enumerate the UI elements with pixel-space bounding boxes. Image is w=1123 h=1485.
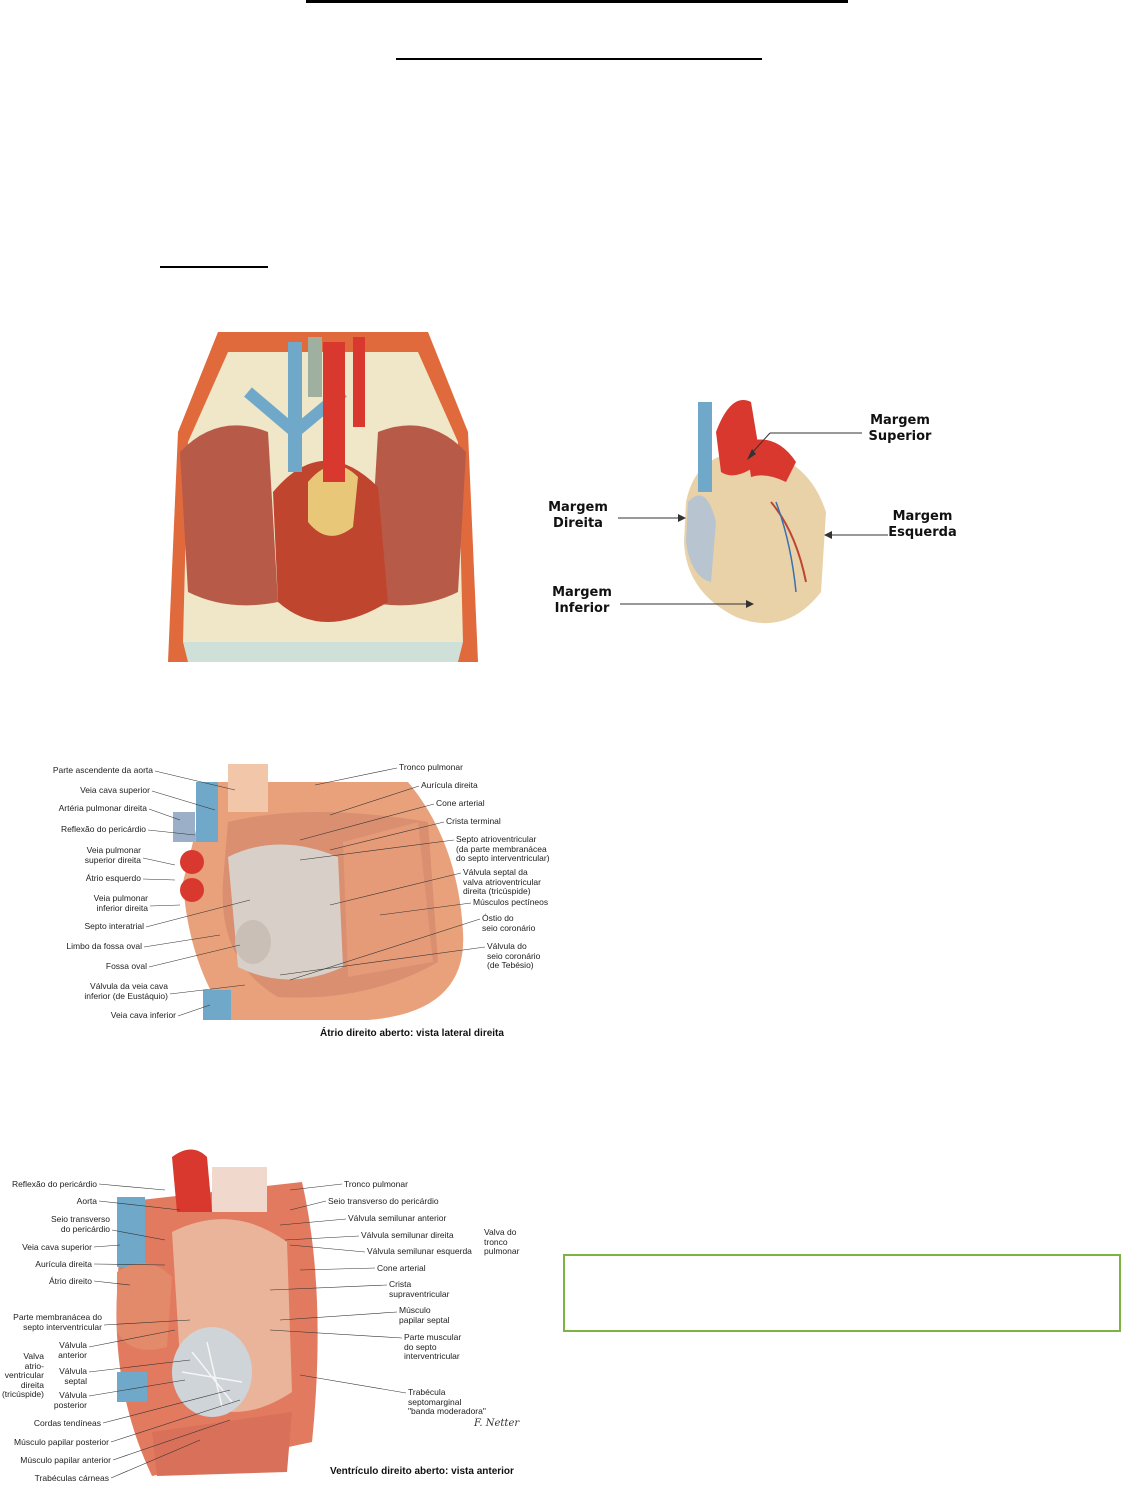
atrium-left-label: Veia cava superior — [80, 785, 150, 795]
atrium-right-label: Septo atrioventricular (da parte membran… — [456, 834, 550, 863]
ventricle-right-label: Seio transverso do pericárdio — [328, 1196, 439, 1206]
title-rule-2 — [396, 58, 762, 60]
atrium-right-label: Válvula septal da valva atrioventricular… — [463, 867, 541, 896]
label-margem-inferior: Margem Inferior — [552, 585, 612, 616]
atrium-left-label: Parte ascendente da aorta — [52, 765, 153, 775]
ventricle-right-label: Parte muscular do septo interventricular — [404, 1332, 462, 1361]
ventricle-right-label: Cone arterial — [377, 1263, 426, 1273]
section-rule — [160, 266, 268, 268]
ventricle-right-label: Tronco pulmonar — [344, 1179, 408, 1189]
ventricle-right-label: Válvula semilunar direita — [361, 1230, 454, 1240]
right-ventricle-illustration — [112, 1142, 332, 1478]
ventricle-right-label: Válvula semilunar anterior — [348, 1213, 447, 1223]
ventricle-right-label: Válvula semilunar esquerda — [367, 1246, 472, 1256]
label-margem-esquerda: Margem Esquerda — [888, 509, 957, 540]
label-margem-direita: Margem Direita — [548, 500, 608, 531]
ventricle-left-label: Átrio direito — [49, 1276, 92, 1286]
netter-signature: F. Netter — [474, 1418, 520, 1429]
ventricle-left-label: Aurícula direita — [35, 1259, 92, 1269]
atrium-right-label: Crista terminal — [446, 816, 501, 826]
atrium-left-label: Veia cava inferior — [110, 1010, 176, 1020]
atrium-left-label: Reflexão do pericárdio — [60, 824, 146, 834]
atrium-right-label: Óstio do seio coronário — [482, 913, 536, 933]
ventricle-left-label: Músculo papilar posterior — [14, 1437, 109, 1447]
title-rule-1 — [306, 0, 848, 3]
atrium-left-label: Fossa oval — [105, 961, 147, 971]
ventricle-left-label: Trabéculas cárneas — [34, 1473, 109, 1483]
atrium-left-label: Veia pulmonar superior direita — [84, 845, 141, 865]
atrium-right-label: Tronco pulmonar — [399, 762, 463, 772]
ventricle-left-label: Reflexão do pericárdio — [11, 1179, 97, 1189]
atrium-caption: Átrio direito aberto: vista lateral dire… — [320, 1028, 504, 1039]
atrium-left-label: Artéria pulmonar direita — [58, 803, 147, 813]
ventricle-left-label: Seio transverso do pericárdio — [50, 1214, 110, 1234]
green-note-box — [563, 1254, 1121, 1332]
atrium-right-label: Aurícula direita — [421, 780, 478, 790]
ventricle-left-label: Músculo papilar anterior — [20, 1455, 111, 1465]
ventricle-left-label: Valva atrio- ventricular direita (tricús… — [1, 1351, 44, 1399]
heart-margins-illustration — [676, 392, 836, 640]
ventricle-right-label: Valva do tronco pulmonar — [484, 1227, 520, 1256]
atrium-left-label: Limbo da fossa oval — [66, 941, 142, 951]
ventricle-left-label: Parte membranácea do septo interventricu… — [13, 1312, 102, 1332]
ventricle-left-label: Válvula septal — [59, 1366, 87, 1386]
ventricle-left-label: Aorta — [76, 1196, 97, 1206]
atrium-left-label: Veia pulmonar inferior direita — [93, 893, 148, 913]
ventricle-left-label: Válvula anterior — [58, 1340, 87, 1360]
ventricle-right-label: Músculo papilar septal — [399, 1305, 450, 1325]
right-atrium-illustration — [168, 762, 468, 1024]
ventricle-left-label: Cordas tendíneas — [33, 1418, 101, 1428]
ventricle-right-label: Crista supraventricular — [389, 1279, 450, 1299]
atrium-right-label: Válvula do seio coronário (de Tebésio) — [487, 941, 541, 970]
thorax-illustration — [158, 312, 488, 674]
ventricle-left-label: Válvula posterior — [53, 1390, 87, 1410]
atrium-left-label: Septo interatrial — [84, 921, 144, 931]
ventricle-caption: Ventrículo direito aberto: vista anterio… — [330, 1466, 514, 1477]
label-margem-superior: Margem Superior — [868, 413, 932, 444]
ventricle-left-label: Veia cava superior — [22, 1242, 92, 1252]
atrium-left-label: Válvula da veia cava inferior (de Eustáq… — [84, 981, 168, 1001]
ventricle-right-label: Trabécula septomarginal "banda moderador… — [408, 1387, 486, 1416]
margin-arrows — [618, 432, 888, 608]
atrium-left-label: Átrio esquerdo — [85, 873, 141, 883]
atrium-right-label: Cone arterial — [436, 798, 485, 808]
atrium-right-label: Músculos pectíneos — [473, 897, 549, 907]
